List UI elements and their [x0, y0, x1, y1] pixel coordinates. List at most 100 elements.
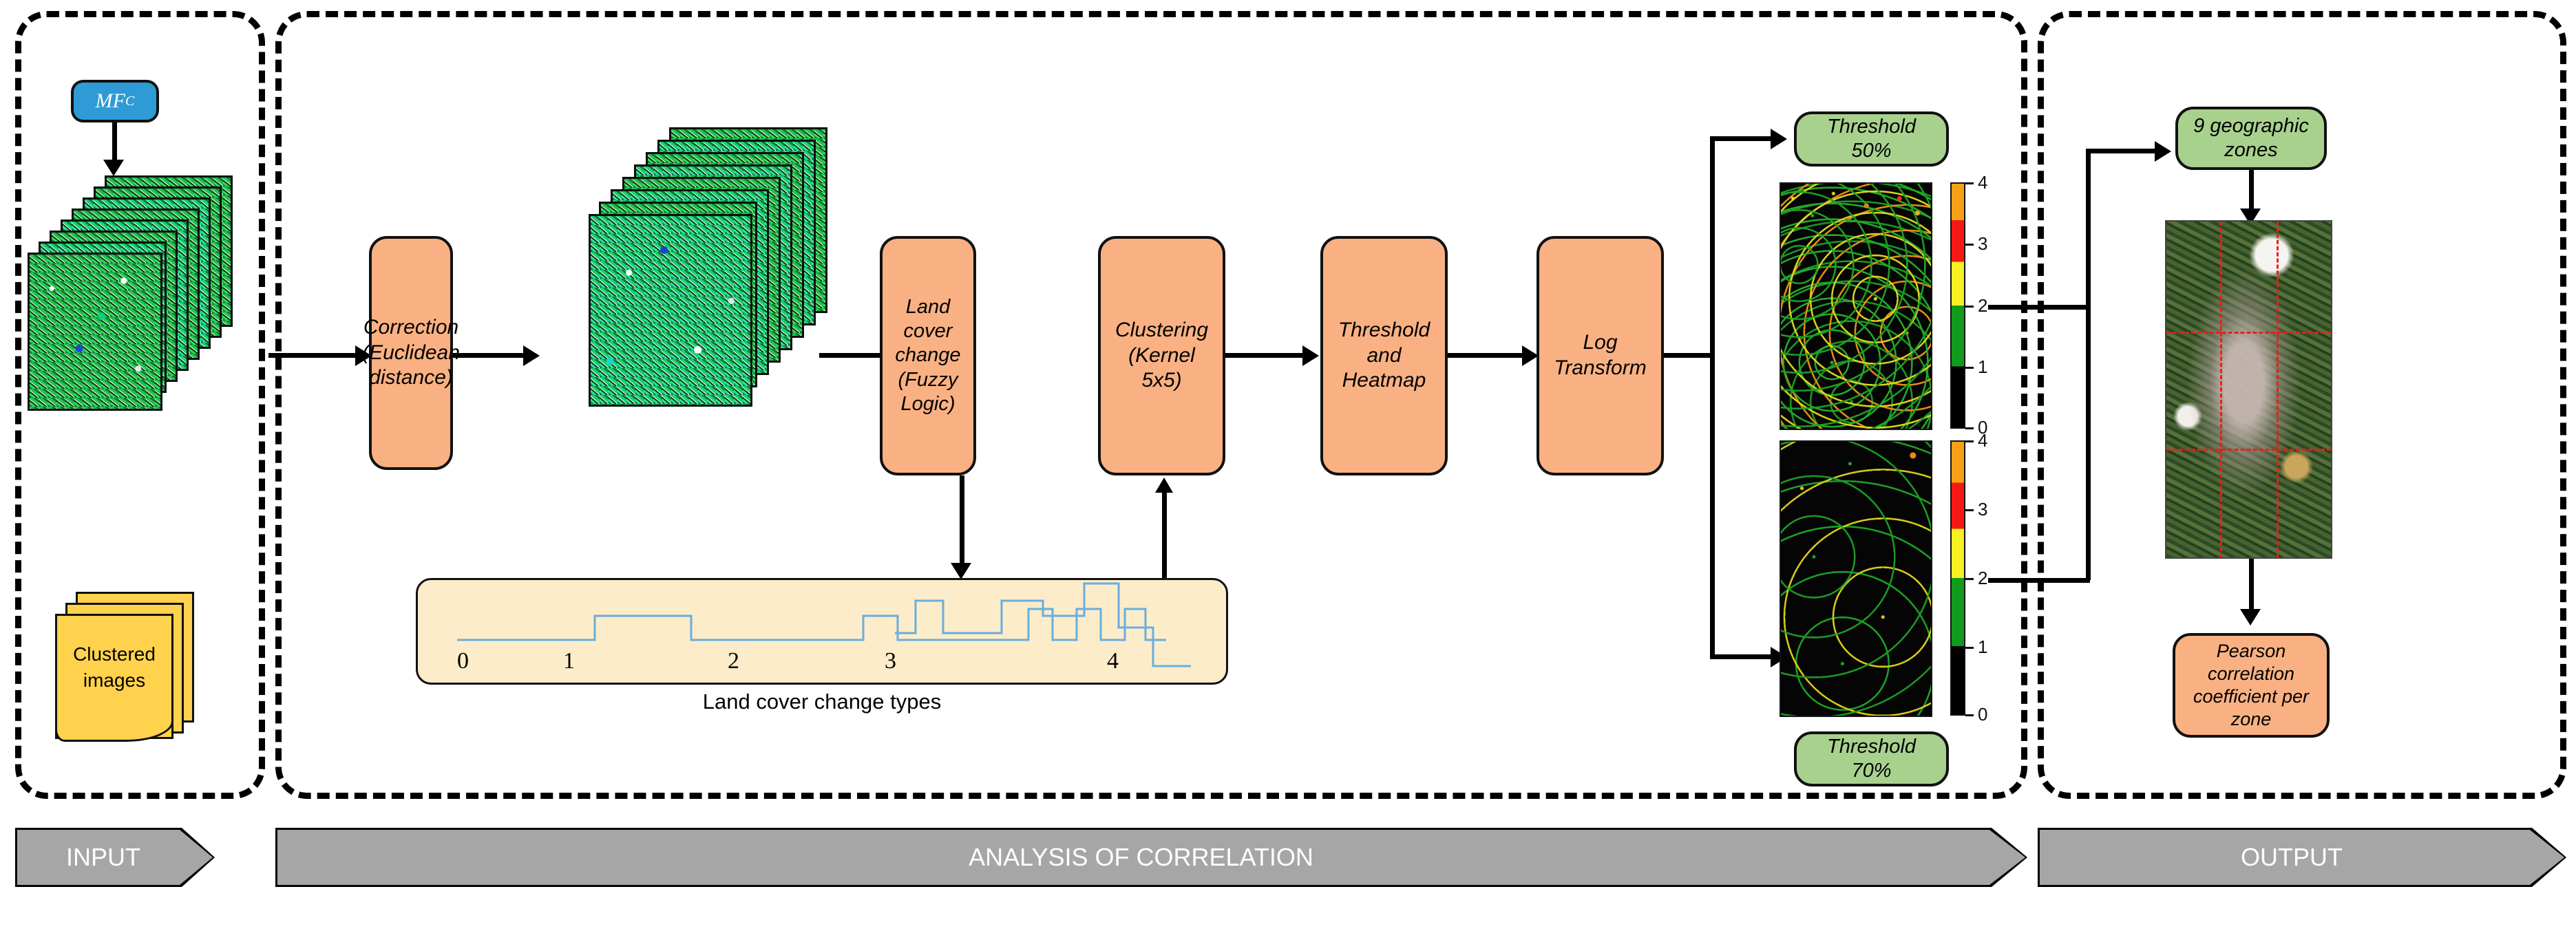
zone-gridline-v1 [2220, 222, 2222, 557]
threshold-70-raster [1780, 440, 1932, 717]
zones-line1: 9 geographic [2193, 114, 2309, 137]
connector-stack2-to-landcover [819, 353, 894, 358]
threshold-70-line1: Threshold [1827, 735, 1916, 758]
group-input [15, 11, 265, 799]
step-threshold-line2: and [1366, 343, 1402, 367]
cb70-label-3: 3 [1978, 499, 1988, 520]
connector-landcover-to-legend [960, 475, 964, 568]
banner-analysis-label: ANALYSIS OF CORRELATION [969, 843, 1313, 871]
threshold-50-line1: Threshold [1827, 115, 1916, 138]
step-threshold-line3: Heatmap [1342, 369, 1426, 392]
clustered-images-label-line1: Clustered [73, 643, 156, 665]
zones-line2: zones [2224, 139, 2278, 161]
step-threshold-heatmap[interactable]: Threshold and Heatmap [1320, 236, 1448, 475]
legend-square-wave-right [895, 582, 1191, 667]
arrow-right-threshold-log [1522, 345, 1539, 366]
legend-square-wave [457, 608, 1166, 641]
output-zones-node[interactable]: 9 geographic zones [2175, 107, 2327, 170]
arrow-down-mfc-stack [103, 160, 124, 176]
step-clustering[interactable]: Clustering (Kernel 5x5) [1098, 236, 1225, 475]
step-landcover-line2: change [895, 344, 961, 367]
legend-caption: Land cover change types [702, 689, 942, 714]
source-node-label: MF [95, 89, 125, 112]
pearson-line4: zone [2230, 708, 2272, 729]
step-threshold-line1: Threshold [1338, 319, 1430, 342]
connector-legend-to-clustering [1162, 493, 1167, 579]
connector-mfc-to-stack [112, 122, 117, 164]
banner-input-label: INPUT [66, 843, 140, 871]
connector-satellite-to-pearson [2249, 559, 2254, 612]
zone-gridline-v2 [2277, 222, 2279, 557]
threshold-50-raster [1780, 182, 1932, 430]
cb70-label-0: 0 [1978, 704, 1988, 725]
pearson-line2: correlation [2207, 663, 2295, 685]
source-node-subscript: C [125, 93, 135, 109]
connector-zones-to-satellite [2249, 170, 2254, 213]
step-clustering-line1: Clustering [1115, 319, 1209, 342]
cb70-label-1: 1 [1978, 636, 1988, 657]
arrow-down-landcover-legend [951, 563, 971, 579]
threshold-50-line2: 50% [1851, 140, 1892, 162]
arrow-up-legend-clustering [1155, 478, 1173, 493]
connector-cb50-to-output [1988, 305, 2090, 310]
cb50-label-1: 1 [1978, 356, 1988, 377]
legend-tick-0: 0 [457, 648, 469, 674]
connector-clustering-to-threshold [1225, 353, 1307, 358]
connector-correction-to-stack2 [453, 353, 527, 358]
connector-merge-up [2086, 149, 2091, 307]
arrow-right-merge-zones [2155, 141, 2171, 162]
connector-log-to-raster-top [1710, 136, 1776, 141]
legend-tick-3: 3 [885, 648, 896, 674]
arrow-right-correction-stack2 [523, 345, 540, 366]
connector-input-to-correction [268, 353, 359, 358]
legend-tick-1: 1 [563, 648, 575, 674]
cb70-label-2: 2 [1978, 568, 1988, 588]
threshold-70-line2: 70% [1851, 760, 1892, 782]
threshold-50-colorbar: 4 3 2 1 0 [1950, 172, 2026, 438]
cb50-label-3: 3 [1978, 233, 1988, 254]
connector-log-split [1664, 353, 1715, 358]
connector-merge-to-zones [2086, 149, 2162, 153]
cb50-label-4: 4 [1978, 172, 1988, 193]
step-correction[interactable]: Correction (Euclidean distance) [362, 236, 460, 470]
zone-gridline-h1 [2166, 332, 2331, 334]
connector-threshold-to-log [1448, 353, 1526, 358]
output-pearson-node[interactable]: Pearson correlation coefficient per zone [2173, 633, 2330, 738]
step-correction-line2: (Euclidean [362, 341, 460, 364]
step-landcover-line3: (Fuzzy [898, 368, 958, 391]
connector-log-to-raster-bottom [1710, 654, 1776, 659]
connector-log-split-vertical [1710, 136, 1715, 659]
arrow-down-satellite-pearson [2240, 609, 2261, 625]
input-image-stack [28, 175, 234, 411]
threshold-50-label[interactable]: Threshold 50% [1794, 111, 1949, 167]
banner-output: OUTPUT [2038, 828, 2566, 887]
zone-gridline-h2 [2166, 449, 2331, 451]
cb50-label-0: 0 [1978, 417, 1988, 438]
clustered-images-doc-stack[interactable]: Clustered images [43, 592, 235, 764]
threshold-70-label[interactable]: Threshold 70% [1794, 731, 1949, 786]
cb50-label-2: 2 [1978, 295, 1988, 316]
step-land-cover-change[interactable]: Land cover change (Fuzzy Logic) [880, 236, 976, 475]
legend-tick-2: 2 [728, 648, 739, 674]
banner-output-label: OUTPUT [2241, 843, 2343, 871]
corrected-image-stack [589, 127, 830, 423]
step-landcover-line1: Land cover [903, 295, 953, 342]
clustered-images-label-line2: images [83, 670, 146, 691]
step-log-line2: Transform [1554, 356, 1647, 379]
group-analysis [275, 11, 2027, 799]
pearson-line1: Pearson [2216, 641, 2286, 662]
banner-analysis: ANALYSIS OF CORRELATION [275, 828, 2027, 887]
connector-cb70-to-output [1988, 578, 2090, 583]
step-log-line1: Log [1583, 331, 1618, 354]
step-correction-line1: Correction [363, 316, 459, 339]
step-log-transform[interactable]: Log Transform [1537, 236, 1664, 475]
connector-output-merge-vertical [2086, 305, 2091, 580]
step-clustering-line3: 5x5) [1141, 369, 1182, 392]
satellite-zone-map [2165, 220, 2332, 559]
arrow-right-clustering-threshold [1302, 345, 1319, 366]
legend-panel [416, 578, 1228, 685]
threshold-70-colorbar: 4 3 2 1 0 [1950, 430, 2026, 725]
step-correction-line3: distance) [369, 366, 453, 389]
